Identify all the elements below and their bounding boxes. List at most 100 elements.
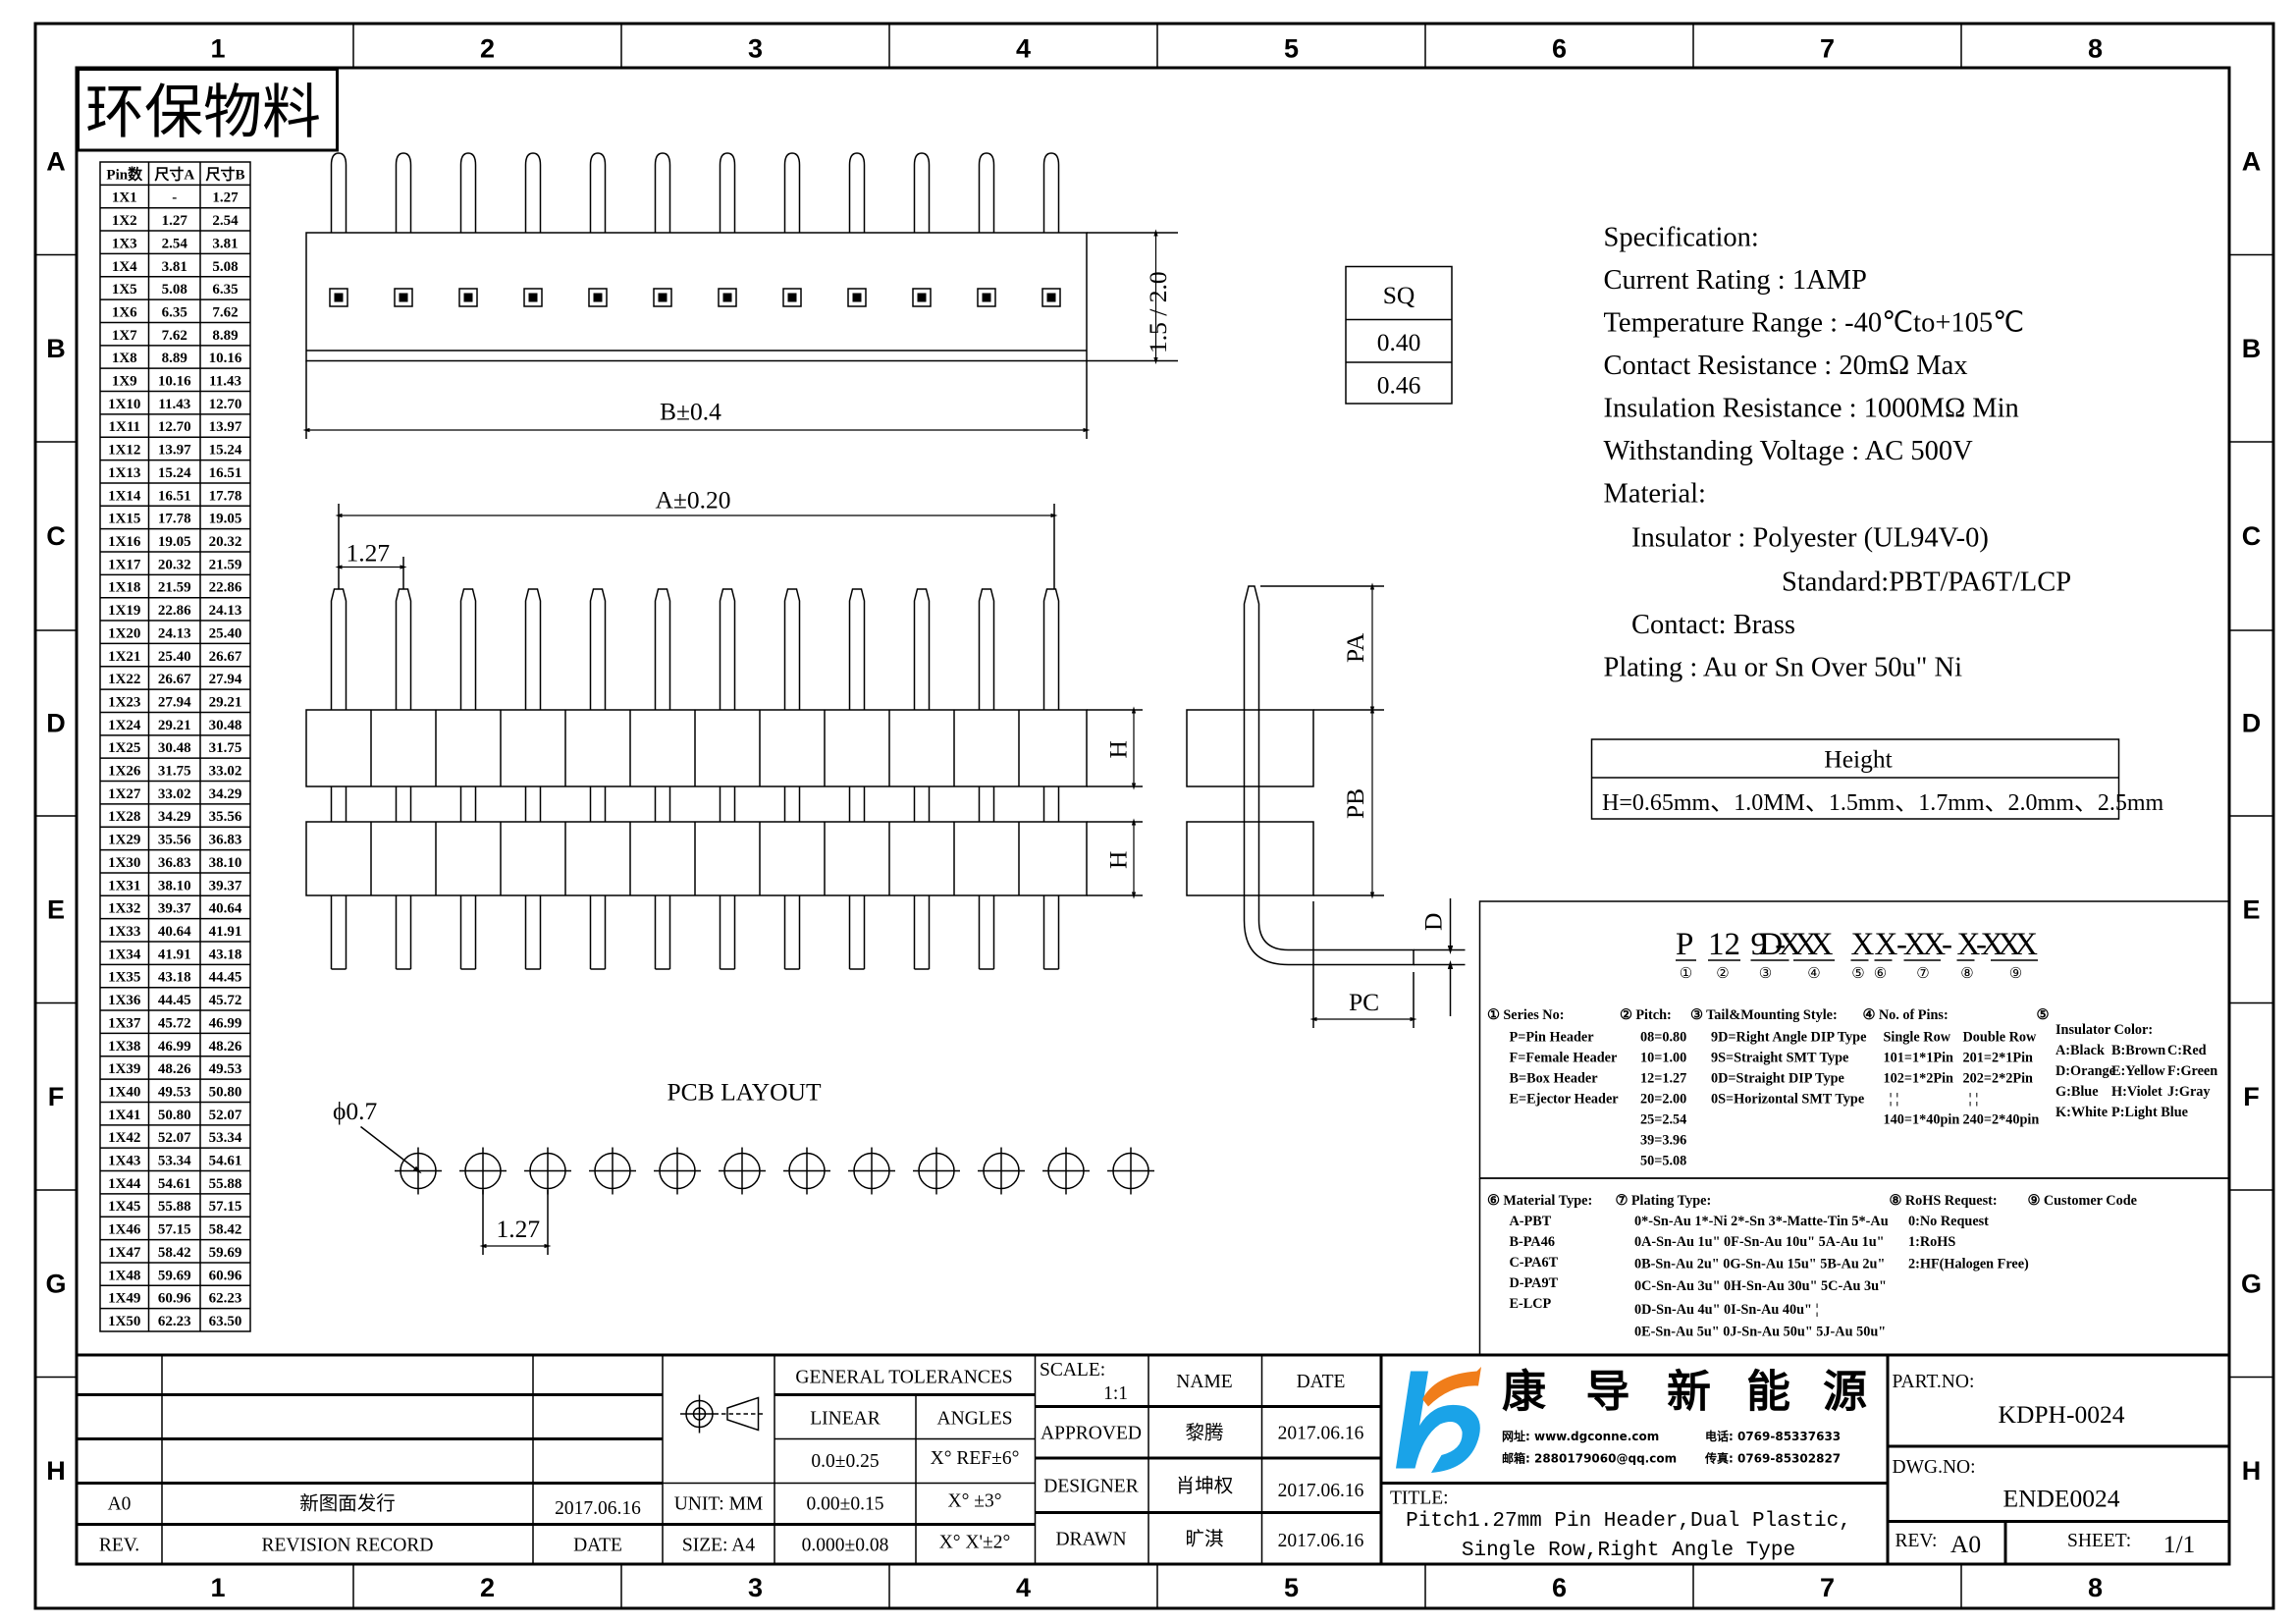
pin-square-pad: [718, 288, 737, 307]
table-cell: 24.13: [158, 625, 191, 641]
zone-row-label: E: [47, 894, 65, 924]
pin-outline: [719, 786, 736, 822]
legend-series-title: ① Series No:: [1487, 1007, 1564, 1023]
table-cell: 1X37: [108, 1015, 141, 1031]
pin-outline: [395, 895, 412, 970]
table-cell: 1X27: [108, 786, 141, 802]
legend-item: 20=2.00: [1640, 1092, 1686, 1108]
table-cell: 1X28: [108, 809, 140, 825]
sq-value: 0.40: [1377, 328, 1421, 356]
approved-date: 2017.06.16: [1278, 1424, 1364, 1444]
stamp-box: [77, 68, 339, 152]
table-cell: 55.88: [209, 1176, 242, 1192]
table-cell: 45.72: [158, 1015, 191, 1031]
table-cell: 1X8: [112, 351, 137, 366]
legend-item: 25=2.54: [1640, 1112, 1686, 1128]
zone-row-label: G: [45, 1269, 66, 1298]
table-cell: 6.35: [212, 282, 238, 298]
unit-label: UNIT: MM: [674, 1494, 764, 1515]
drawing-title-line: Single Row,Right Angle Type: [1462, 1540, 1795, 1562]
pin-outline: [783, 152, 801, 233]
table-cell: -: [172, 190, 177, 206]
table-cell: 1.27: [212, 190, 239, 206]
table-cell: 1X19: [108, 603, 140, 619]
table-cell: 1X3: [112, 236, 137, 251]
pin-square-core: [658, 293, 667, 302]
table-cell: 62.23: [158, 1314, 191, 1329]
part-code-legend: ① Series No: P=Pin Header F=Female Heade…: [1479, 1007, 2229, 1340]
table-cell: 1X16: [108, 534, 141, 550]
legend-item: 0C-Sn-Au 3u" 0H-Sn-Au 30u" 5C-Au 3u": [1634, 1278, 1887, 1294]
zone-row-label: A: [46, 146, 66, 176]
zone-column-label: 7: [1820, 1573, 1835, 1602]
zone-column-label: 6: [1552, 34, 1567, 64]
pin-outline: [913, 152, 931, 233]
table-cell: 43.18: [158, 970, 191, 986]
pin-outline: [719, 895, 736, 970]
legend-pitch-title: ② Pitch:: [1620, 1007, 1672, 1023]
zone-grid: [35, 24, 2273, 1608]
legend-item: 2:HF(Halogen Free): [1908, 1257, 2029, 1272]
drawing-title-line: Pitch1.27mm Pin Header,Dual Plastic,: [1406, 1510, 1851, 1533]
company-name-char: 康: [1502, 1366, 1546, 1418]
table-cell: 1X23: [108, 694, 140, 710]
table-cell: 34.29: [158, 809, 191, 825]
company-logo: 康 导 新 能 源 网址: www.dgconne.com 电话: 0769-8…: [1396, 1366, 1867, 1473]
table-cell: 6.35: [162, 304, 187, 320]
legend-item: E-LCP: [1510, 1296, 1552, 1312]
drawing-number: ENDE0024: [2003, 1485, 2120, 1513]
zone-column-label: 1: [210, 34, 225, 64]
table-cell: 12.70: [158, 419, 191, 435]
legend-item: Double Row: [1963, 1030, 2038, 1046]
pin-outline: [459, 588, 477, 710]
name-header: NAME: [1176, 1372, 1232, 1392]
zone-column-label: 3: [748, 34, 763, 64]
eco-material-stamp: 环保物料: [85, 79, 321, 147]
legend-item: P=Pin Header: [1510, 1030, 1595, 1046]
zone-row-label: C: [2242, 521, 2262, 551]
table-cell: 12.70: [209, 397, 242, 412]
pin-square-pad: [977, 288, 996, 307]
pb-dimension-label: PB: [1341, 788, 1369, 819]
pin-square-pad: [458, 288, 478, 307]
spec-plating: Plating : Au or Sn Over 50u" Ni: [1604, 653, 1963, 683]
pin-outline: [913, 895, 931, 970]
pin-outline: [654, 152, 671, 233]
height-values: H=0.65mm、1.0MM、1.5mm、1.7mm、2.0mm、2.5mm: [1602, 790, 2164, 816]
pin-outline: [783, 588, 801, 710]
table-cell: 13.97: [158, 443, 191, 459]
table-cell: 2.54: [212, 213, 239, 229]
legend-item: 0D=Straight DIP Type: [1711, 1071, 1844, 1087]
legend-material-title: ⑥ Material Type:: [1487, 1193, 1592, 1209]
table-cell: 10.16: [209, 351, 242, 366]
table-cell: 1X43: [108, 1154, 140, 1169]
spec-insulator: Insulator : Polyester (UL94V-0): [1631, 523, 1989, 554]
pin-outline: [848, 588, 866, 710]
legend-item: G:Blue: [2056, 1084, 2099, 1100]
table-cell: 1X25: [108, 740, 140, 756]
legend-tail-title: ③ Tail&Mounting Style:: [1690, 1007, 1838, 1023]
table-cell: 26.67: [209, 649, 242, 665]
revision-value: A0: [1950, 1530, 1981, 1558]
front-view-dimensions: A±0.20 1.27 H H: [335, 486, 1143, 899]
table-cell: 16.51: [209, 465, 242, 481]
table-cell: 54.61: [158, 1176, 191, 1192]
table-cell: 1X31: [108, 878, 140, 893]
table-cell: 59.69: [209, 1245, 242, 1261]
spec-current: Current Rating : 1AMP: [1604, 265, 1867, 296]
pin-outline: [589, 588, 607, 710]
table-cell: 3.81: [212, 236, 238, 251]
zone-column-label: 2: [480, 34, 495, 64]
table-cell: 1X49: [108, 1291, 140, 1307]
table-cell: 38.10: [158, 878, 191, 893]
pin-square-core: [593, 293, 603, 302]
table-cell: 19.05: [158, 534, 191, 550]
pin-square-core: [463, 293, 473, 302]
table-cell: 1X39: [108, 1061, 140, 1077]
rev-header: REV.: [99, 1536, 139, 1556]
part-code-segment: 9D-XXX: [1751, 927, 1834, 962]
table-cell: 5.08: [212, 259, 238, 275]
table-cell: 7.62: [212, 304, 238, 320]
table-cell: 48.26: [158, 1061, 191, 1077]
pa-dimension-label: PA: [1341, 632, 1369, 663]
